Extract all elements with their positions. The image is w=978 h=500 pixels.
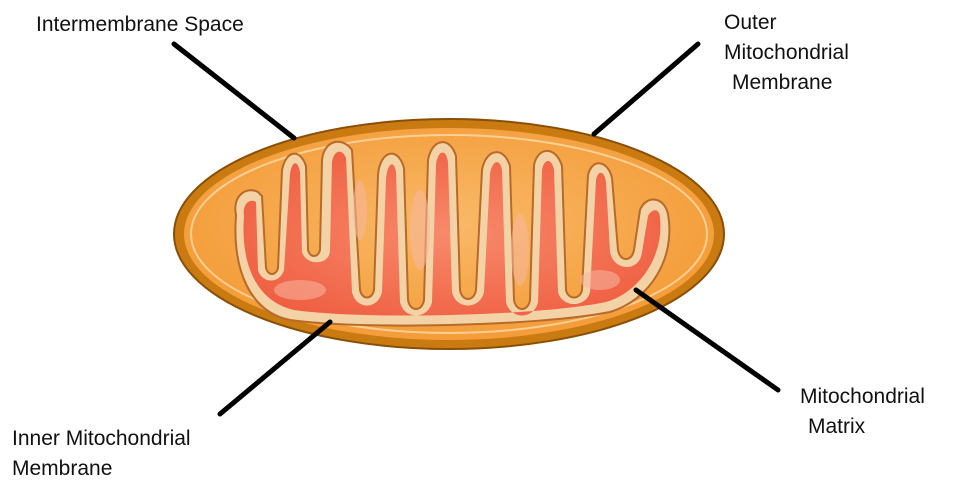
label-matrix-line1: Mitochondrial: [800, 382, 925, 412]
pointer-outer-membrane: [594, 44, 698, 134]
label-outer-line2: Mitochondrial: [724, 38, 849, 68]
label-outer-line1: Outer: [724, 8, 849, 38]
pointer-matrix: [636, 290, 778, 390]
label-outer-membrane: Outer Mitochondrial Membrane: [724, 8, 849, 98]
label-inner-line1: Inner Mitochondrial: [12, 424, 191, 454]
label-inner-line2: Membrane: [12, 454, 191, 484]
label-matrix: Mitochondrial Matrix: [800, 382, 925, 442]
pointer-intermembrane-space: [174, 44, 294, 138]
label-intermembrane-space-text: Intermembrane Space: [36, 10, 244, 40]
pointer-inner-membrane: [220, 322, 330, 414]
label-intermembrane-space: Intermembrane Space: [36, 10, 244, 40]
label-matrix-line2: Matrix: [800, 412, 925, 442]
label-inner-membrane: Inner Mitochondrial Membrane: [12, 424, 191, 484]
label-outer-line3: Membrane: [724, 68, 849, 98]
